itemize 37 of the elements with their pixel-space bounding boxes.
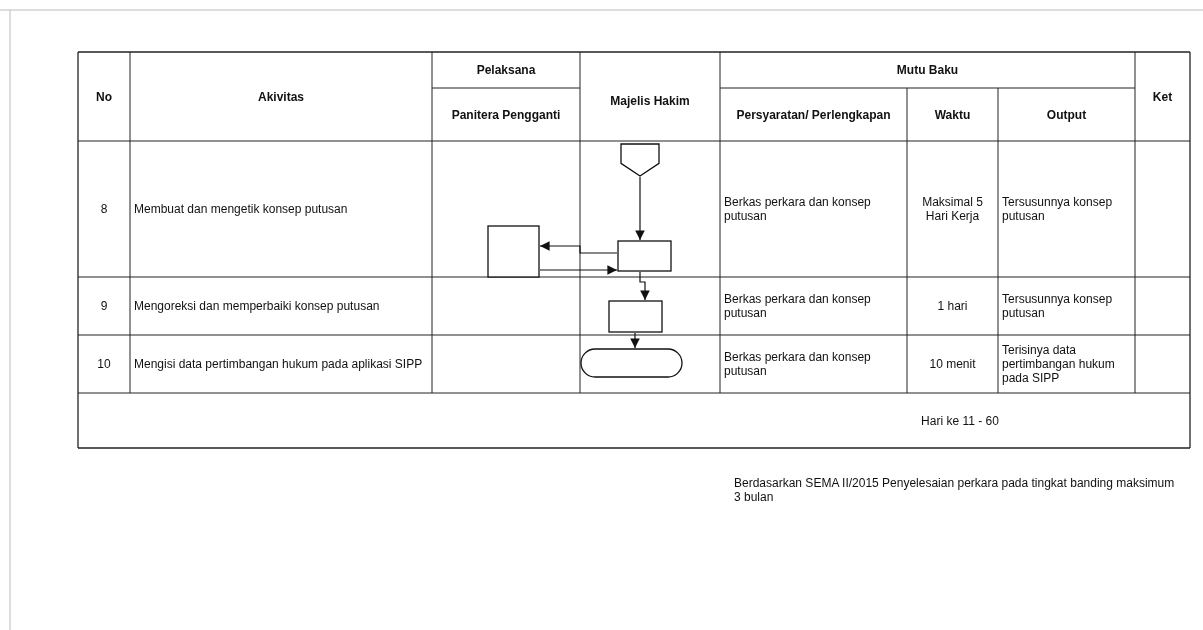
column-header: Output bbox=[1046, 107, 1087, 122]
arrow bbox=[639, 271, 650, 301]
time-text: 10 menit bbox=[929, 357, 976, 371]
time-text: 1 hari bbox=[937, 299, 968, 313]
off-page-connector bbox=[620, 143, 660, 177]
column-header: Persyaratan/ Perlengkapan bbox=[736, 107, 891, 122]
row-number: 9 bbox=[100, 299, 108, 313]
output-text: Terisinya data pertimbangan hukum pada SIPP bbox=[1002, 343, 1116, 385]
column-header: Ket bbox=[1152, 89, 1173, 104]
column-header: Mutu Baku bbox=[896, 63, 959, 77]
column-header: Panitera Pengganti bbox=[451, 107, 561, 122]
output-text: Tersusunnya konsep putusan bbox=[1002, 292, 1114, 320]
requirement-text: Berkas perkara dan konsep putusan bbox=[724, 292, 872, 320]
time-text: Maksimal 5 Hari Kerja bbox=[921, 195, 984, 223]
activity-text: Mengisi data pertimbangan hukum pada aplikasi SIPP bbox=[134, 357, 423, 371]
total-days-text: Hari ke 11 - 60 bbox=[921, 413, 999, 428]
activity-text: Membuat dan mengetik konsep putusan bbox=[134, 202, 348, 216]
arrow bbox=[539, 265, 618, 275]
arrow bbox=[539, 241, 618, 254]
column-header: Majelis Hakim bbox=[610, 94, 690, 108]
process-box bbox=[617, 240, 672, 272]
requirement-text: Berkas perkara dan konsep putusan bbox=[724, 350, 872, 378]
activity-text: Mengoreksi dan memperbaiki konsep putusan bbox=[134, 299, 380, 313]
column-header: Waktu bbox=[934, 107, 971, 122]
terminator-shape bbox=[580, 348, 683, 378]
process-box bbox=[608, 300, 663, 333]
arrow bbox=[635, 176, 645, 241]
footnote-text: Berdasarkan SEMA II/2015 Penyelesaian perkara pada tingkat banding maksimum 3 bulan bbox=[734, 476, 1176, 504]
output-text: Tersusunnya konsep putusan bbox=[1002, 195, 1114, 223]
column-header: Akivitas bbox=[258, 89, 304, 104]
arrow bbox=[630, 332, 640, 349]
process-box bbox=[487, 225, 540, 278]
row-number: 10 bbox=[97, 357, 111, 371]
column-header: Pelaksana bbox=[476, 63, 536, 77]
row-number: 8 bbox=[100, 202, 108, 216]
column-header: No bbox=[96, 89, 112, 104]
requirement-text: Berkas perkara dan konsep putusan bbox=[724, 195, 872, 223]
